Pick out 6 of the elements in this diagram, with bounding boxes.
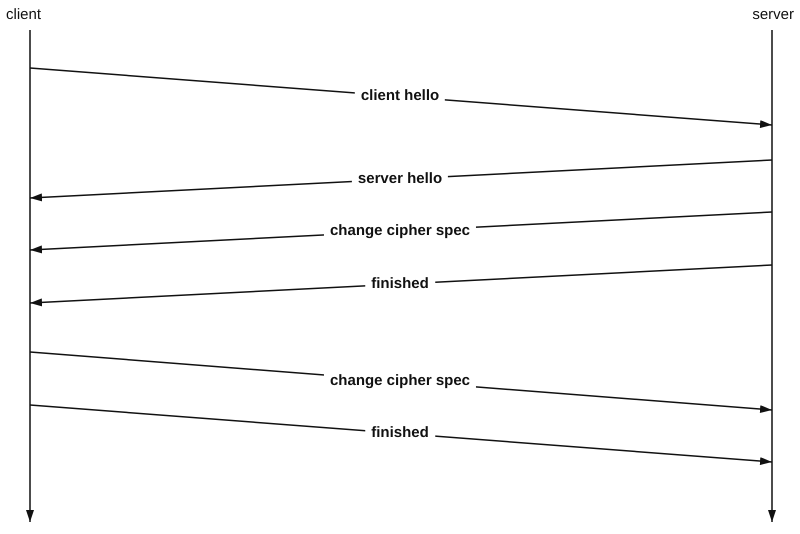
lifeline-label: client	[6, 6, 42, 24]
edge-label: change cipher spec	[324, 372, 476, 390]
lifeline-label: server	[752, 6, 794, 24]
message-arrow	[30, 264, 772, 306]
edge-label: change cipher spec	[324, 222, 476, 240]
message-arrow	[30, 404, 772, 466]
